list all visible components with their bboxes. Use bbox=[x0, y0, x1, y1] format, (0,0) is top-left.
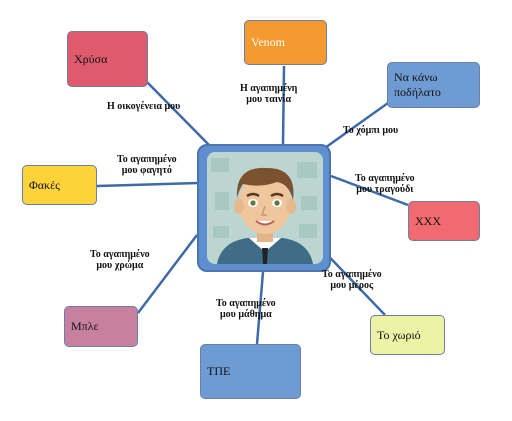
label-meros-line1: Το αγαπημένο bbox=[322, 269, 382, 280]
boy-avatar-icon bbox=[207, 152, 323, 264]
label-oikogeneia: Η οικογένεια μου bbox=[107, 101, 180, 112]
label-tainia: Η αγαπημένη μου ταινία bbox=[240, 83, 297, 105]
label-tragoudi: Το αγαπημένο μου τραγούδι bbox=[355, 173, 415, 195]
label-xompi: Το χόμπι μου bbox=[343, 125, 398, 136]
label-xompi-text: Το χόμπι μου bbox=[343, 125, 399, 136]
connector-podilato bbox=[321, 101, 389, 152]
label-meros: Το αγαπημένο μου μέρος bbox=[322, 269, 382, 291]
label-mathima-line1: Το αγαπημένο bbox=[216, 298, 276, 309]
label-tragoudi-line2: μου τραγούδι bbox=[356, 184, 414, 195]
node-venom-text: Venom bbox=[251, 35, 285, 49]
node-xrysa-text: Χρύσα bbox=[74, 51, 108, 66]
node-mple: Μπλε bbox=[64, 306, 138, 347]
label-tainia-line2: μου ταινία bbox=[246, 94, 292, 105]
node-podilato: Να κάνω ποδήλατο bbox=[387, 62, 480, 108]
node-xorio: Το χωριό bbox=[370, 315, 445, 355]
connector-fakes bbox=[96, 181, 199, 188]
label-mathima-line2: μου μάθημα bbox=[219, 309, 272, 320]
node-tpe: ΤΠΕ bbox=[200, 344, 301, 399]
connector-tpe bbox=[255, 271, 265, 345]
label-xroma-line1: Το αγαπημένο bbox=[90, 249, 150, 260]
node-xxx-text: XXX bbox=[415, 213, 441, 228]
node-xxx: XXX bbox=[408, 201, 480, 241]
node-xorio-text: Το χωριό bbox=[377, 327, 421, 342]
connector-xrysa bbox=[144, 79, 213, 149]
label-fagito-line2: μου φαγητό bbox=[121, 165, 172, 176]
label-mathima: Το αγαπημένο μου μάθημα bbox=[216, 298, 276, 320]
node-venom: Venom bbox=[244, 20, 327, 65]
connector-xxx bbox=[330, 174, 409, 207]
node-mple-text: Μπλε bbox=[71, 319, 99, 333]
label-tainia-line1: Η αγαπημένη bbox=[240, 83, 298, 94]
label-fagito: Το αγαπημένο μου φαγητό bbox=[117, 154, 177, 176]
node-fakes-text: Φακές bbox=[29, 177, 60, 192]
label-tragoudi-line1: Το αγαπημένο bbox=[355, 173, 415, 184]
connector-venom bbox=[281, 65, 286, 145]
label-meros-line2: μου μέρος bbox=[330, 280, 374, 291]
label-xroma: Το αγαπημένο μου χρώμα bbox=[90, 249, 150, 271]
node-xrysa: Χρύσα bbox=[67, 31, 148, 87]
node-fakes: Φακές bbox=[22, 165, 97, 205]
node-podilato-text: Να κάνω ποδήλατο bbox=[394, 70, 441, 99]
connector-mple bbox=[137, 234, 198, 314]
node-tpe-text: ΤΠΕ bbox=[207, 364, 231, 378]
label-fagito-line1: Το αγαπημένο bbox=[117, 154, 177, 165]
label-oikogeneia-text: Η οικογένεια μου bbox=[107, 101, 181, 112]
label-xroma-line2: μου χρώμα bbox=[96, 260, 144, 271]
